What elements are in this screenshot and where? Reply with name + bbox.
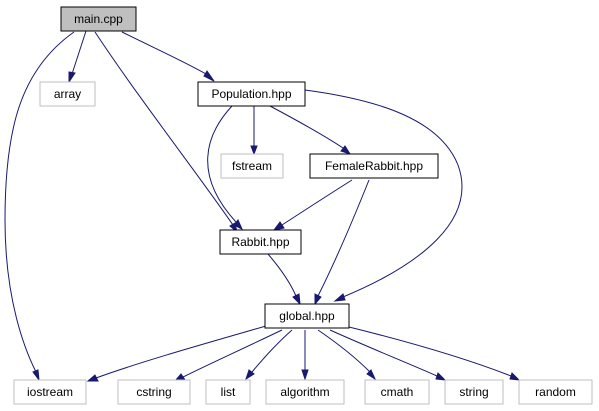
edge-global-to-list-arrowhead	[245, 369, 255, 381]
edge-population-to-femalerabbit-arrowhead	[340, 145, 352, 155]
node-random[interactable]: random	[518, 379, 593, 405]
node-string-label: string	[459, 385, 488, 399]
node-iostream-border	[13, 379, 87, 405]
node-fstream-label: fstream	[232, 159, 272, 173]
edge-main-to-population	[121, 31, 207, 75]
edge-main-to-iostream	[4, 31, 75, 373]
node-femalerabbit-hpp[interactable]: FemaleRabbit.hpp	[309, 153, 439, 179]
edge-global-to-iostream	[95, 325, 267, 379]
graph-nodes: main.cpp array Population.hpp fstream Fe…	[13, 6, 593, 405]
node-rabbit-hpp[interactable]: Rabbit.hpp	[219, 229, 302, 255]
node-iostream[interactable]: iostream	[13, 379, 87, 405]
node-string-border	[444, 379, 504, 405]
node-cstring-border	[117, 379, 191, 405]
edge-rabbit-to-global	[267, 253, 297, 297]
node-main-cpp-box	[61, 7, 136, 31]
node-global-hpp-box	[265, 304, 349, 328]
edge-population-to-global	[304, 89, 463, 298]
edge-global-to-algorithm-arrowhead	[301, 369, 309, 381]
node-cmath-label: cmath	[381, 385, 414, 399]
node-population-hpp[interactable]: Population.hpp	[197, 81, 306, 107]
edge-femalerabbit-to-global-arrowhead	[314, 293, 322, 306]
node-string-box	[445, 380, 503, 404]
graph-edges	[4, 30, 521, 382]
node-list-label: list	[221, 385, 236, 399]
node-femalerabbit-hpp-label: FemaleRabbit.hpp	[325, 159, 423, 173]
node-main-cpp-border	[60, 6, 137, 32]
edge-global-to-iostream-arrowhead	[86, 374, 99, 382]
edge-main-to-population-arrowhead	[203, 70, 215, 82]
node-population-hpp-border	[197, 81, 306, 107]
node-main-cpp-label: main.cpp	[74, 12, 123, 26]
node-cstring[interactable]: cstring	[117, 379, 191, 405]
node-cmath-box	[365, 380, 429, 404]
node-algorithm[interactable]: algorithm	[265, 379, 345, 405]
node-list-box	[206, 380, 250, 404]
node-array[interactable]: array	[39, 81, 96, 107]
node-population-hpp-label: Population.hpp	[211, 87, 291, 101]
node-rabbit-hpp-border	[219, 229, 302, 255]
edge-global-to-list	[251, 329, 293, 373]
node-list-border	[205, 379, 251, 405]
node-list[interactable]: list	[205, 379, 251, 405]
node-random-border	[518, 379, 593, 405]
node-cmath-border	[364, 379, 430, 405]
edge-main-to-rabbit	[94, 31, 234, 226]
node-fstream-box	[221, 154, 283, 178]
node-iostream-label: iostream	[27, 385, 73, 399]
edge-femalerabbit-to-rabbit-arrowhead	[272, 221, 285, 231]
node-algorithm-box	[266, 380, 344, 404]
edge-femalerabbit-to-global	[317, 179, 370, 297]
edge-global-to-cmath-arrowhead	[366, 369, 377, 381]
node-array-label: array	[54, 87, 81, 101]
node-string[interactable]: string	[444, 379, 504, 405]
node-rabbit-hpp-box	[220, 230, 301, 254]
node-femalerabbit-hpp-border	[309, 153, 439, 179]
edge-global-to-random	[344, 325, 512, 377]
node-algorithm-label: algorithm	[280, 385, 329, 399]
node-femalerabbit-hpp-box	[310, 154, 438, 178]
edge-main-to-array	[71, 30, 87, 75]
node-fstream[interactable]: fstream	[220, 153, 284, 179]
edge-population-to-rabbit-arrowhead	[233, 219, 244, 231]
edge-global-to-cstring	[182, 329, 283, 378]
node-cmath[interactable]: cmath	[364, 379, 430, 405]
node-algorithm-border	[265, 379, 345, 405]
edge-population-to-femalerabbit	[269, 105, 344, 149]
edge-main-to-array-arrowhead	[68, 71, 76, 84]
node-global-hpp-border	[264, 303, 350, 329]
edge-main-to-iostream-arrowhead	[32, 369, 40, 382]
edge-population-to-global-arrowhead	[333, 293, 346, 302]
edge-global-to-cmath	[317, 329, 371, 373]
node-cstring-label: cstring	[136, 385, 171, 399]
node-array-border	[39, 81, 96, 107]
edge-rabbit-to-global-arrowhead	[292, 293, 301, 306]
node-iostream-box	[14, 380, 86, 404]
node-global-hpp-label: global.hpp	[279, 309, 335, 323]
edge-population-to-rabbit	[207, 105, 237, 223]
node-random-box	[519, 380, 592, 404]
node-cstring-box	[118, 380, 190, 404]
node-array-box	[40, 82, 95, 106]
node-fstream-border	[220, 153, 284, 179]
node-rabbit-hpp-label: Rabbit.hpp	[231, 235, 289, 249]
edge-population-to-fstream-arrowhead	[250, 145, 258, 156]
edge-global-to-string	[329, 329, 438, 377]
edge-global-to-random-arrowhead	[509, 372, 521, 381]
node-global-hpp[interactable]: global.hpp	[264, 303, 350, 329]
edge-femalerabbit-to-rabbit	[281, 179, 353, 226]
node-main-cpp[interactable]: main.cpp	[60, 6, 137, 32]
node-population-hpp-box	[198, 82, 305, 106]
edge-global-to-string-arrowhead	[435, 372, 447, 381]
node-random-label: random	[535, 385, 576, 399]
